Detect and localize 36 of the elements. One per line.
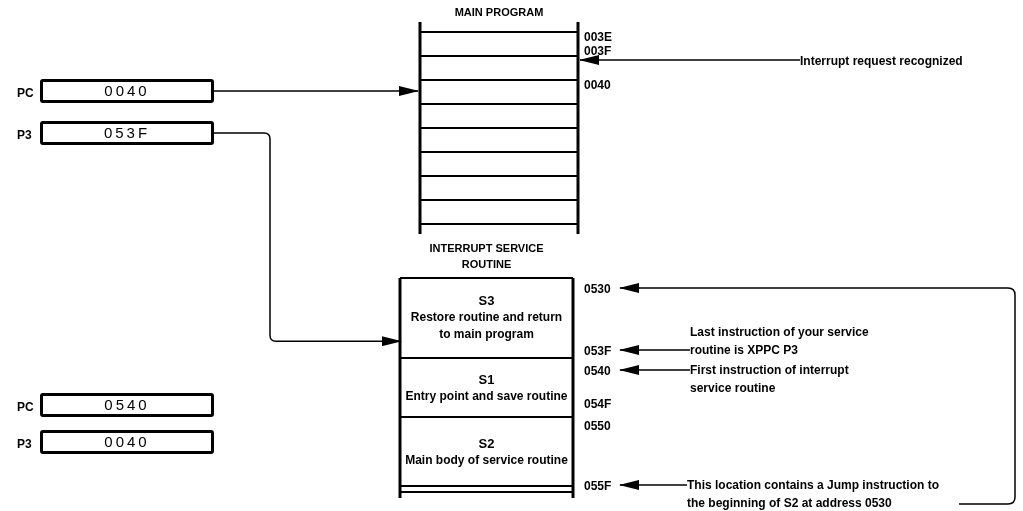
register-value: 0540 (104, 394, 150, 415)
arrow (213, 86, 419, 96)
register-name: P3 (17, 436, 32, 453)
address-text: 055F (584, 477, 620, 493)
register-name: PC (17, 399, 34, 416)
arrow (619, 283, 1016, 505)
stack-heading: MAIN PROGRAM (453, 5, 545, 20)
annotation-text: This location contains a Jump instruction to the beginning of S2 at address 0530 (687, 476, 959, 511)
address-label: 003F (584, 44, 612, 58)
register-value: 0040 (104, 80, 150, 101)
address-label: 054F (584, 397, 612, 411)
arrow (619, 345, 691, 355)
register-value: 053F (103, 122, 151, 143)
block-description: Main body of service routine (404, 451, 569, 469)
annotation-text: Last instruction of your service routine is XPPC P3 (690, 323, 900, 359)
address-text: 0530 (584, 280, 620, 296)
arrow (213, 132, 402, 347)
address-label: 003E (584, 30, 613, 44)
address-label: 0040 (584, 78, 611, 92)
address-text: 053F (584, 342, 620, 358)
block-description: Entry point and save routine (404, 387, 569, 405)
stack-heading: INTERRUPT SERVICE ROUTINE (428, 241, 545, 272)
register-name: PC (17, 85, 34, 102)
address-text: 0540 (584, 362, 620, 378)
annotation-text: Interrupt request recognized (800, 52, 1000, 68)
block-id: S3 (478, 292, 495, 309)
block-id: S2 (478, 434, 495, 452)
arrow (579, 55, 801, 65)
arrow (619, 365, 691, 375)
arrow (619, 480, 688, 490)
block-description: Restore routine and return to main program (409, 309, 564, 343)
address-label: 0550 (584, 419, 611, 433)
block-id: S1 (478, 370, 495, 388)
register-value: 0040 (104, 431, 150, 452)
annotation-text: First instruction of interrupt service routine (690, 361, 860, 397)
register-name: P3 (17, 127, 32, 144)
